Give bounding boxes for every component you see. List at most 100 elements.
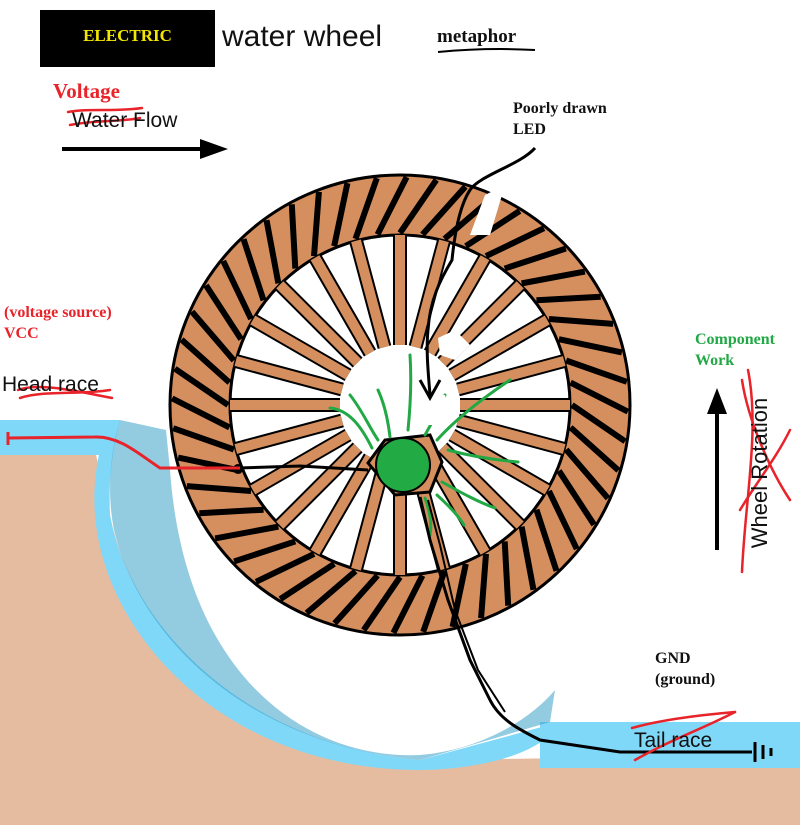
wheel-spoke <box>351 239 390 349</box>
wheel-blade <box>203 283 244 341</box>
wheel-blade <box>397 178 439 235</box>
wheel-blade <box>556 469 597 527</box>
vcc-label: VCC <box>4 325 39 342</box>
wheel-blade <box>186 483 252 494</box>
wheel-spoke <box>449 315 550 380</box>
wheel-spoke <box>234 356 344 395</box>
wheel-blade <box>170 395 231 431</box>
wheel-blade <box>233 538 297 565</box>
wheel-rotation-label: Wheel Rotation <box>747 397 772 549</box>
wheel-blade <box>288 204 299 269</box>
component-label: Component <box>695 331 776 348</box>
submerged-water <box>110 420 556 760</box>
wheel-spoke <box>351 461 390 571</box>
wheel-spoke <box>425 255 490 356</box>
wheel-blade <box>503 245 567 272</box>
title-badge-text: ELECTRIC <box>83 26 172 45</box>
led-pointer-head <box>418 379 442 402</box>
title-suffix: metaphor <box>437 26 517 47</box>
wheel-blade <box>563 447 611 501</box>
ground-label: (ground) <box>655 671 716 688</box>
wheel-spoke <box>456 356 566 395</box>
gnd-wire-2 <box>427 499 506 713</box>
water-flow-label: Water Flow <box>72 109 178 132</box>
ground-earth <box>0 455 800 825</box>
wheel-blade <box>240 238 267 302</box>
wheel-spoke <box>449 430 550 495</box>
wheel-spoke <box>276 281 362 367</box>
wheel-blade <box>304 568 358 616</box>
head-race-label: Head race <box>2 373 99 396</box>
wheel-blade <box>332 573 380 626</box>
wheel-blade <box>311 191 322 257</box>
wheel-spoke <box>310 255 375 356</box>
wheel-spoke <box>250 430 351 495</box>
voltage-label: Voltage <box>53 79 120 103</box>
right-arrow-icon <box>62 139 228 159</box>
wheel-blade <box>220 259 254 321</box>
wheel-blade <box>390 574 426 635</box>
wheel-spoke <box>310 454 375 555</box>
wheel-blade <box>536 293 601 304</box>
wheel-blade <box>254 551 316 585</box>
wheel-blade <box>501 541 512 606</box>
up-arrow-icon <box>707 388 727 550</box>
wheel-blade <box>548 316 614 327</box>
led-caption-line1: Poorly drawn <box>513 100 607 117</box>
work-label: Work <box>695 352 735 369</box>
wheel-blade <box>478 553 489 619</box>
wheel-blade <box>189 309 237 363</box>
wheel-blade <box>420 184 468 237</box>
led-caption-line2: LED <box>513 121 546 138</box>
wheel-blade <box>374 175 410 236</box>
wheel-spoke <box>234 415 344 454</box>
gnd-wire <box>418 496 752 754</box>
tail-race-label: Tail race <box>634 729 713 752</box>
led-glow-lines <box>328 353 520 537</box>
wheel-spoke <box>438 443 524 529</box>
voltage-source-label: (voltage source) <box>4 304 112 321</box>
wheel-blade <box>278 561 336 602</box>
wheel-blade <box>331 182 351 247</box>
channel-water <box>94 420 560 770</box>
title-main: water wheel <box>222 20 383 53</box>
gnd-label: GND <box>655 650 691 667</box>
wheel-blade <box>521 268 586 287</box>
wheel-spoke <box>250 315 351 380</box>
wheel-blade <box>518 526 537 591</box>
vcc-wire <box>237 464 369 472</box>
title-badge: ELECTRIC <box>40 10 215 67</box>
wheel-blade <box>352 177 380 240</box>
wheel-blade <box>569 379 630 415</box>
wheel-blade <box>565 357 628 385</box>
wheel-rim-outline <box>168 173 632 637</box>
wheel-blade <box>546 489 580 551</box>
wheel-blade <box>361 575 403 632</box>
wheel-spoke <box>276 443 362 529</box>
wheel-blade <box>558 336 623 356</box>
ground-symbol-icon <box>753 742 773 762</box>
wheel-blade <box>484 225 546 259</box>
metaphor-underline <box>437 47 536 53</box>
wheel-blade <box>464 208 522 249</box>
wheel-blade <box>173 366 230 408</box>
eraser-marks <box>422 185 505 425</box>
wheel-blade <box>570 402 627 444</box>
wheel-blade <box>263 219 282 284</box>
led-pointer-line <box>425 146 537 396</box>
wheel-spoke <box>456 415 566 454</box>
wheel-blades <box>170 175 630 635</box>
wheel-blade <box>199 506 264 517</box>
wheel-blade <box>179 337 232 385</box>
led <box>375 437 431 493</box>
wheel-blade <box>172 425 235 453</box>
wheel-blade <box>568 425 621 473</box>
wheel-spokes <box>230 235 570 575</box>
wheel-blade <box>214 523 279 542</box>
wheel-spoke <box>410 239 449 349</box>
wheel-blade <box>533 508 560 572</box>
red-strikeouts <box>16 106 792 762</box>
voltage-line <box>6 432 240 470</box>
